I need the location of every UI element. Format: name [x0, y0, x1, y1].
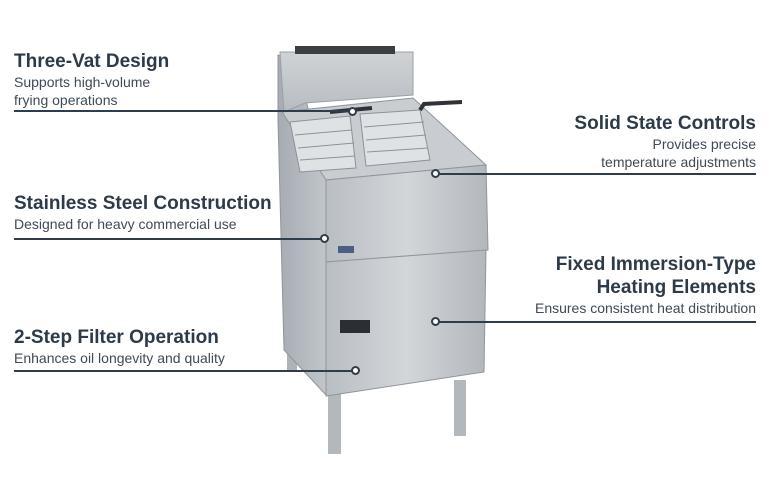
callout-desc-line: Enhances oil longevity and quality — [14, 350, 225, 366]
callout-desc-line: frying operations — [14, 92, 118, 108]
point-controls — [431, 169, 440, 178]
callout-title: Fixed Immersion-Type — [555, 254, 756, 275]
callout-title: Solid State Controls — [574, 113, 756, 134]
connector-filter — [14, 370, 356, 372]
fryer-flue — [295, 46, 395, 54]
point-filter — [351, 366, 360, 375]
callout-title: Stainless Steel Construction — [14, 193, 272, 214]
point-three-vat — [348, 107, 357, 116]
callout-controls: Solid State Controls Provides precise te… — [574, 112, 756, 171]
fryer-leg — [454, 380, 466, 436]
point-stainless — [320, 234, 329, 243]
basket-handle — [418, 100, 463, 112]
fryer-baskets — [289, 109, 431, 173]
point-heating — [431, 317, 440, 326]
callout-three-vat: Three-Vat Design Supports high-volume fr… — [14, 50, 169, 109]
callout-desc-line: Supports high-volume — [14, 74, 151, 90]
connector-three-vat — [14, 110, 352, 112]
callout-filter: 2-Step Filter Operation Enhances oil lon… — [14, 326, 225, 367]
callout-desc-line: Ensures consistent heat distribution — [534, 300, 756, 316]
callout-title: 2-Step Filter Operation — [14, 327, 219, 348]
fryer-badge — [338, 246, 354, 253]
fryer-leg — [328, 390, 341, 454]
connector-stainless — [14, 238, 324, 240]
connector-controls — [436, 173, 756, 175]
callout-title: Heating Elements — [596, 277, 756, 298]
callout-desc-line: Provides precise — [652, 136, 757, 152]
callout-heating: Fixed Immersion-Type Heating Elements En… — [535, 253, 756, 317]
callout-title: Three-Vat Design — [14, 51, 170, 72]
callout-desc-line: Designed for heavy commercial use — [14, 216, 237, 232]
callout-desc-line: temperature adjustments — [601, 154, 756, 170]
connector-heating — [436, 321, 756, 323]
callout-stainless: Stainless Steel Construction Designed fo… — [14, 192, 272, 233]
fryer-door — [325, 249, 487, 397]
door-handle-slot — [340, 320, 370, 333]
